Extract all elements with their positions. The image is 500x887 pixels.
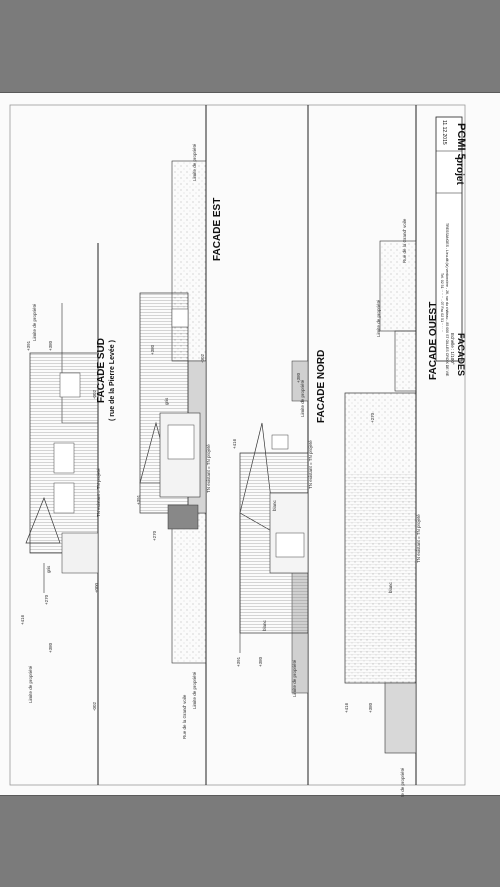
drawing-sheet: PCMI 5 11.12.2015 projet FACADES Echelle… bbox=[0, 92, 500, 797]
facade-sud-subtitle: ( rue de la Pierre Levée ) bbox=[109, 340, 116, 421]
rue-grand-voile: Rue de la Grand' voile bbox=[182, 694, 187, 739]
facade-sud: FACADE SUD ( rue de la Pierre Levée ) Li… bbox=[20, 243, 187, 785]
sheet-border bbox=[9, 104, 466, 786]
cartouche-scale: Echelle : 1/100° bbox=[450, 333, 455, 365]
facade-nord-title: FACADE NORD bbox=[316, 350, 327, 423]
est-l380-top: +380 bbox=[150, 344, 155, 355]
est-l391: +391 bbox=[136, 494, 141, 505]
projet-label: projet bbox=[454, 157, 465, 185]
sud-tn: TN existant = TN projeté bbox=[96, 468, 101, 517]
sud-l000: ±000 bbox=[94, 583, 99, 593]
sud-l391: +391 bbox=[26, 340, 31, 351]
nord-l380: +380 bbox=[258, 656, 263, 667]
nord-blanc-2: blanc bbox=[262, 619, 267, 631]
nord-blanc-1: blanc bbox=[272, 499, 277, 511]
ouest-l380: +380 bbox=[368, 702, 373, 713]
sud-limite-bottom: Limite de propriété bbox=[28, 665, 33, 703]
sud-l270: +270 bbox=[44, 594, 49, 605]
facade-est: FACADE EST Limite de propriété Limite de… bbox=[136, 105, 223, 785]
sheet-date: 11.12.2015 bbox=[441, 120, 447, 145]
facade-est-title: FACADE EST bbox=[212, 198, 223, 261]
sud-limite-top: Limite de propriété bbox=[32, 303, 37, 341]
sud-l380-top: +380 bbox=[48, 340, 53, 351]
ouest-limite-top: Limite de propriété bbox=[376, 299, 381, 337]
ouest-blanc: blanc bbox=[388, 581, 393, 593]
sud-l416: +416 bbox=[20, 614, 25, 625]
est-l002: -002 bbox=[200, 353, 205, 363]
cartouche-contact: Tél. 02 51 ·· ·· ·· - 07 Fax 02 51 ·· ··… bbox=[440, 273, 444, 332]
facade-drawing: PCMI 5 11.12.2015 projet FACADES Echelle… bbox=[9, 104, 467, 797]
sheet-code: PCMI 5 bbox=[455, 123, 467, 160]
nord-l391: +391 bbox=[236, 656, 241, 667]
facade-nord: FACADE NORD Limite de propriété Limite d… bbox=[232, 105, 327, 785]
est-gris: gris bbox=[164, 397, 169, 405]
sud-l002-top: -002 bbox=[92, 389, 97, 399]
nord-l416: +416 bbox=[232, 438, 237, 449]
nord-l380-top: +380 bbox=[296, 372, 301, 383]
ouest-limite-bottom: Limite de propriété bbox=[400, 767, 405, 797]
nord-tn: TN existant = TN projeté bbox=[308, 440, 313, 489]
ouest-l270: +270 bbox=[370, 412, 375, 423]
est-limite-top: Limite de propriété bbox=[192, 143, 197, 181]
est-l270: +270 bbox=[152, 530, 157, 541]
ouest-tn: TN existant = TN projeté bbox=[416, 514, 421, 563]
facade-ouest: FACADE OUEST Rue de la Grand' voile Limi… bbox=[344, 105, 439, 797]
ouest-rue-label: Rue de la Grand' voile bbox=[402, 218, 407, 263]
cartouche-address: TRESSANGES - Lieu-dit (la) verdonnière -… bbox=[445, 223, 449, 377]
nord-limite-bottom: Limite de propriété bbox=[292, 659, 297, 697]
ouest-l416: +416 bbox=[344, 702, 349, 713]
est-tn: TN existant = TN projeté bbox=[206, 444, 211, 493]
est-limite-bottom: Limite de propriété bbox=[192, 671, 197, 709]
facade-sud-title: FACADE SUD bbox=[96, 338, 107, 403]
facade-ouest-title: FACADE OUEST bbox=[428, 302, 439, 380]
nord-limite-top: Limite de propriété bbox=[300, 379, 305, 417]
sud-l002-bottom: -002 bbox=[92, 701, 97, 711]
sud-l380-bottom: +380 bbox=[48, 642, 53, 653]
cartouche-title: FACADES bbox=[456, 333, 466, 376]
title-block: PCMI 5 11.12.2015 projet FACADES Echelle… bbox=[435, 116, 467, 377]
sud-gris: gris bbox=[46, 565, 51, 573]
